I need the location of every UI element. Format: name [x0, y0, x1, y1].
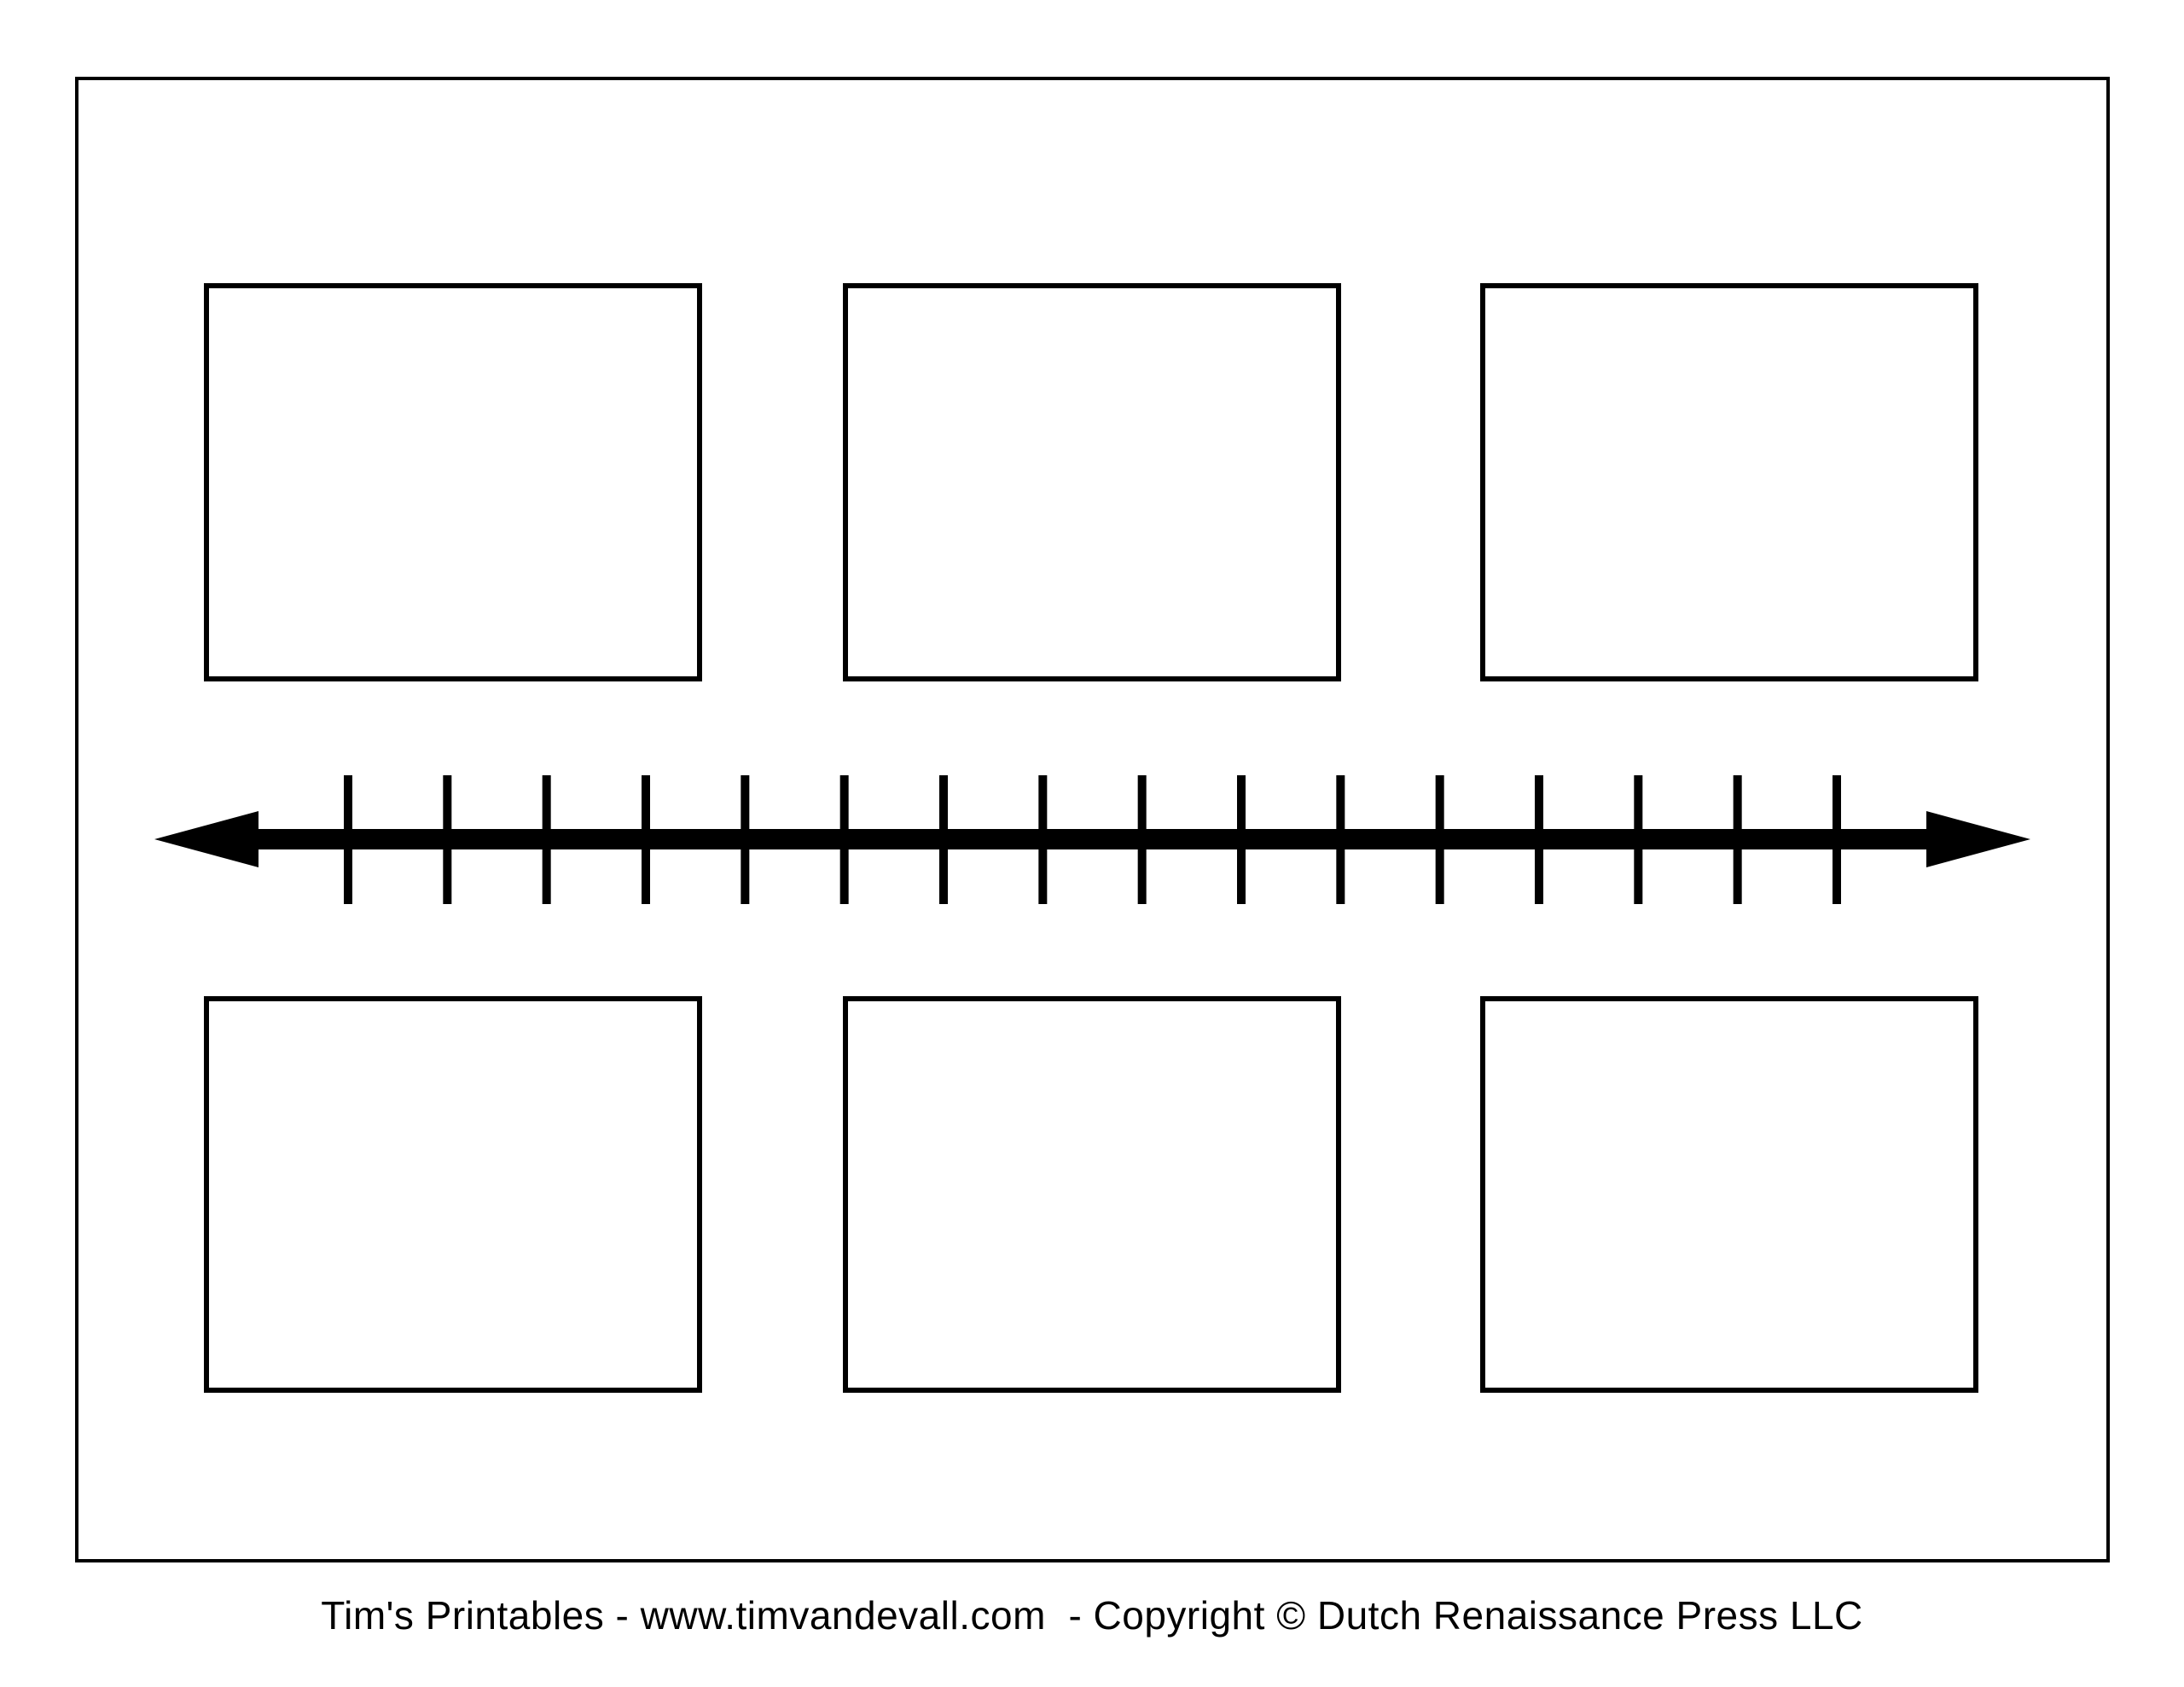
event-box-bottom-3	[1480, 996, 1978, 1393]
timeline	[154, 775, 2030, 904]
event-box-top-3	[1480, 283, 1978, 681]
footer-credit-text: Tim's Printables - www.timvandevall.com …	[321, 1593, 1863, 1638]
timeline-right-arrowhead-icon	[1926, 811, 2030, 867]
event-box-top-1	[204, 283, 702, 681]
event-box-bottom-1	[204, 996, 702, 1393]
timeline-left-arrowhead-icon	[154, 811, 258, 867]
event-box-top-2	[843, 283, 1341, 681]
timeline-shaft	[248, 829, 1937, 849]
event-box-bottom-2	[843, 996, 1341, 1393]
